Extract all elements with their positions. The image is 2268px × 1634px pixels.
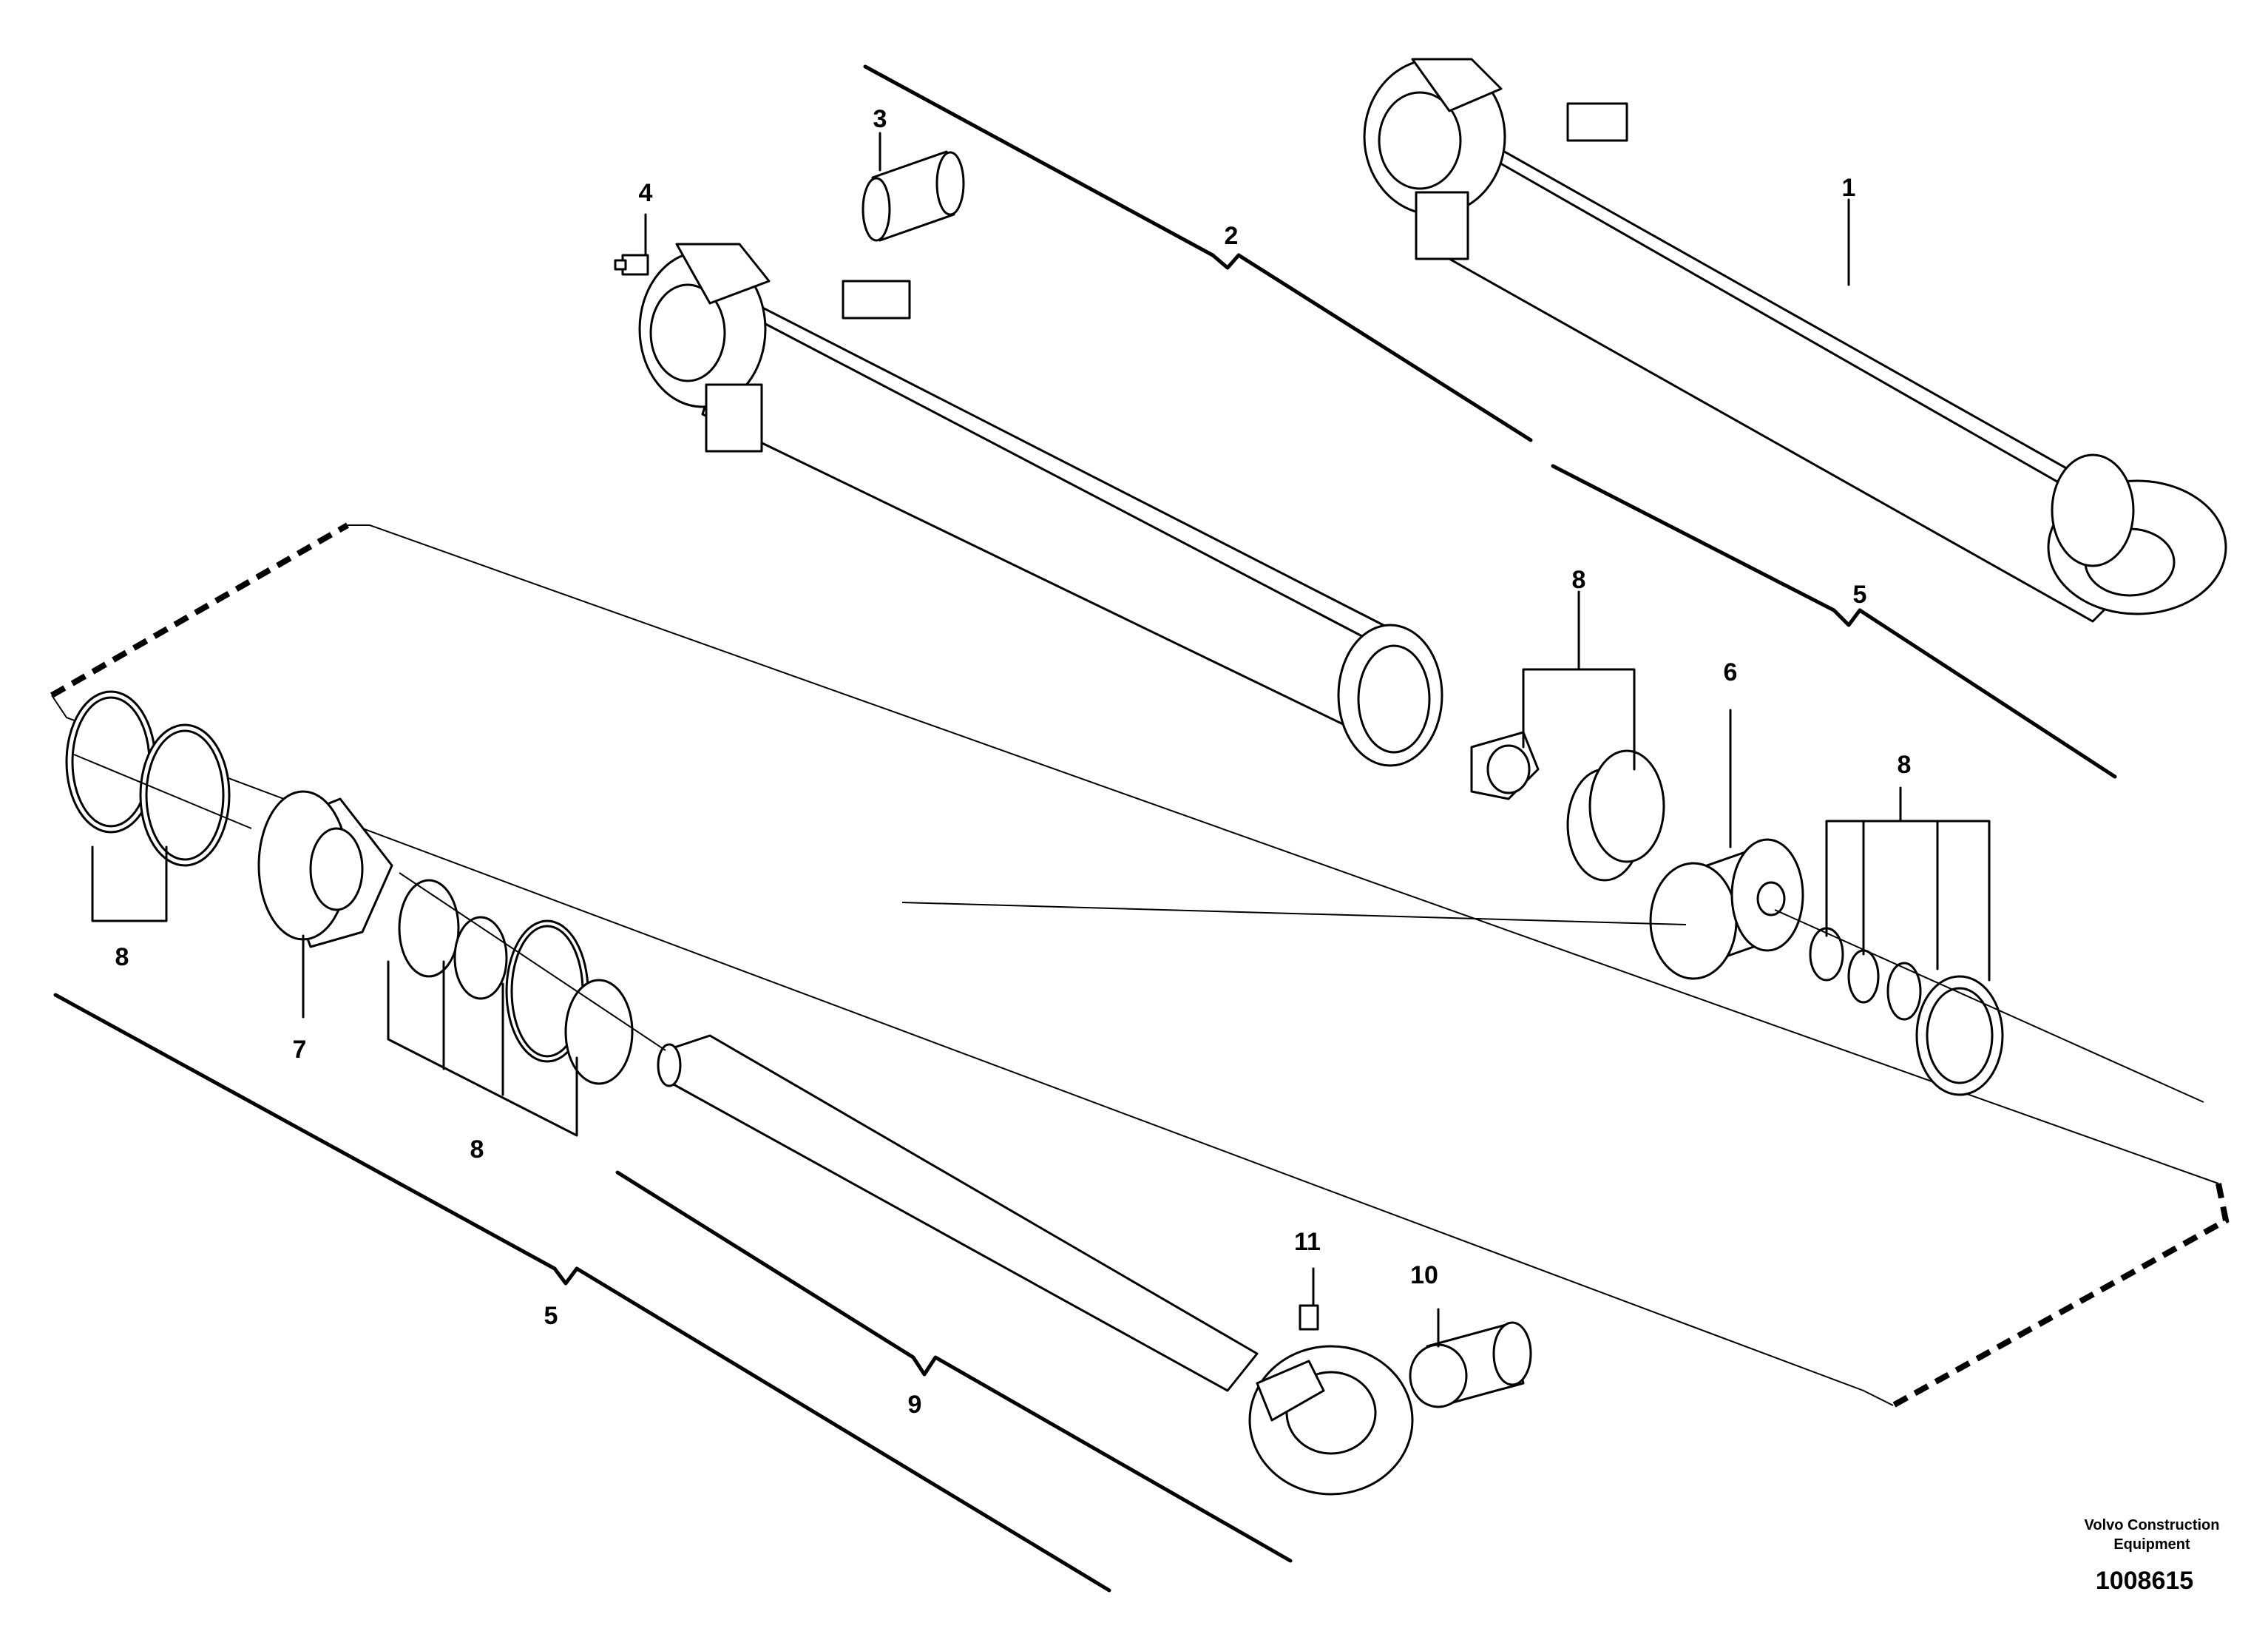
part-1-cylinder-assembly [1363, 58, 2227, 623]
bracket-5-right [1551, 464, 2117, 779]
part-9-piston-rod [657, 1034, 1414, 1496]
callout-4: 4 [639, 179, 653, 207]
callout-6: 6 [1724, 658, 1738, 686]
part-11-grease-nipple [1299, 1304, 1319, 1331]
bracket-9 [615, 1170, 1293, 1563]
seal-kit-outline [50, 522, 2230, 1408]
leader-lines [73, 132, 2204, 1348]
callout-11: 11 [1294, 1228, 1321, 1256]
document-number: 1008615 [2096, 1567, 2193, 1595]
part-4-grease-nipple [614, 254, 649, 276]
piston-parts [1470, 731, 2004, 1096]
part-2-cylinder-tube [638, 243, 1443, 767]
callout-5-right: 5 [1853, 581, 1867, 609]
callout-9: 9 [908, 1391, 922, 1419]
gland-parts [65, 690, 634, 1085]
credit-line-2: Equipment [2113, 1536, 2190, 1553]
part-3-bushing [861, 150, 965, 242]
bracket-5-left [53, 993, 1111, 1593]
callout-5-left: 5 [544, 1302, 558, 1330]
callout-8-right: 8 [1898, 751, 1912, 779]
callout-1: 1 [1842, 174, 1856, 202]
callout-8-top: 8 [1572, 566, 1586, 594]
callout-10: 10 [1410, 1261, 1438, 1289]
bracket-2 [863, 64, 1533, 442]
credit-line-1: Volvo Construction [2085, 1517, 2220, 1533]
callout-3: 3 [873, 105, 887, 133]
part-10-bushing [1409, 1321, 1532, 1408]
callout-2: 2 [1225, 222, 1239, 250]
callout-8-left: 8 [115, 943, 129, 971]
callout-8-middle: 8 [470, 1135, 484, 1164]
callout-7: 7 [293, 1036, 307, 1064]
